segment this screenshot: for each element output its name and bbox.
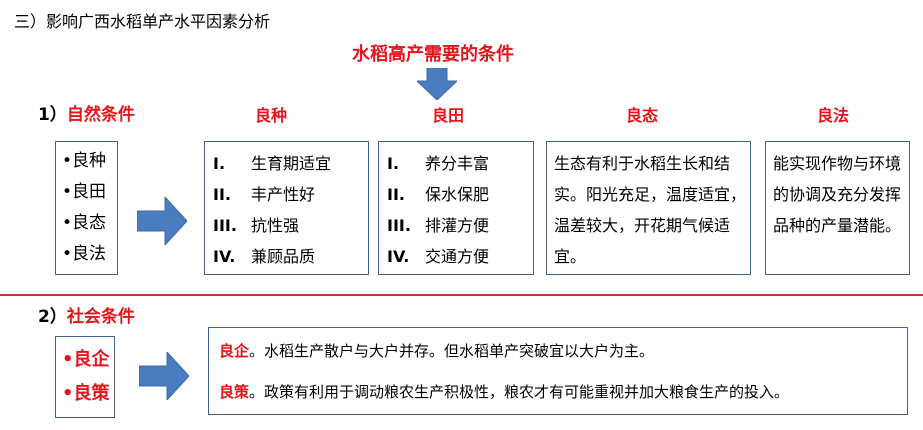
item-text: 养分丰富: [425, 154, 490, 173]
field-criteria-box: I. 养分丰富 II. 保水保肥 III. 排灌方便 IV. 交通方便: [378, 141, 534, 275]
column-header-method: 良法: [817, 106, 850, 125]
column-header-ecology: 良态: [626, 106, 659, 125]
list-item: III. 抗性强: [213, 210, 368, 241]
section2-number: 2）: [38, 307, 67, 327]
item-number: III.: [387, 216, 411, 235]
item-text: 生育期适宜: [251, 154, 332, 173]
item-number: II.: [387, 185, 405, 204]
list-item: •良态: [62, 213, 107, 233]
item-number: III.: [213, 216, 237, 235]
list-item: II. 保水保肥: [387, 179, 533, 210]
list-item: •良种: [62, 151, 107, 171]
column-header-seed: 良种: [255, 106, 288, 125]
item-number: I.: [387, 154, 400, 173]
page-heading: 三）影响广西水稻单产水平因素分析: [14, 12, 271, 31]
social-text: 。政策有利用于调动粮农生产积极性，粮农才有可能重视并加大粮食生产的投入。: [249, 383, 790, 401]
item-text: 兼顾品质: [251, 247, 316, 266]
item-text: 丰产性好: [251, 185, 316, 204]
section1-label: 自然条件: [66, 105, 135, 125]
social-line-enterprise: 良企。水稻生产散户与大户并存。但水稻单产突破宜以大户为主。: [219, 342, 907, 361]
section-divider: [0, 294, 923, 296]
list-item: •良田: [62, 182, 107, 202]
item-text: 保水保肥: [425, 185, 490, 204]
social-key: 良策: [219, 383, 250, 401]
social-text: 。水稻生产散户与大户并存。但水稻单产突破宜以大户为主。: [249, 342, 655, 360]
list-item: II. 丰产性好: [213, 179, 368, 210]
method-description-box: 能实现作物与环境的协调及充分发挥品种的产量潜能。: [765, 141, 910, 275]
center-title: 水稻高产需要的条件: [352, 44, 514, 65]
list-item: IV. 交通方便: [387, 241, 533, 272]
list-item: •良法: [62, 244, 107, 264]
arrow-right-icon: [137, 197, 187, 245]
section1-title: 1）自然条件: [38, 100, 135, 125]
item-text: 抗性强: [251, 216, 300, 235]
item-number: II.: [213, 185, 231, 204]
list-item: IV. 兼顾品质: [213, 241, 368, 272]
list-item: I. 生育期适宜: [213, 148, 368, 179]
arrow-right-icon: [139, 352, 189, 400]
social-description-box: 良企。水稻生产散户与大户并存。但水稻单产突破宜以大户为主。 良策。政策有利用于调…: [208, 327, 908, 415]
item-text: 交通方便: [425, 247, 490, 266]
section1-number: 1）: [38, 105, 67, 125]
list-item: •良企: [62, 349, 110, 370]
seed-criteria-box: I. 生育期适宜 II. 丰产性好 III. 抗性强 IV. 兼顾品质: [204, 141, 369, 275]
list-item: I. 养分丰富: [387, 148, 533, 179]
social-line-policy: 良策。政策有利用于调动粮农生产积极性，粮农才有可能重视并加大粮食生产的投入。: [219, 383, 907, 402]
item-number: IV.: [387, 247, 410, 266]
section2-label: 社会条件: [66, 307, 135, 327]
ecology-description-box: 生态有利于水稻生长和结实。阳光充足，温度适宜，温差较大，开花期气候适宜。: [546, 141, 751, 275]
column-header-field: 良田: [432, 106, 465, 125]
item-number: I.: [213, 154, 226, 173]
arrow-down-icon: [417, 68, 457, 100]
natural-conditions-list: •良种 •良田 •良态 •良法: [55, 141, 118, 275]
social-conditions-list: •良企 •良策: [55, 336, 115, 418]
item-text: 排灌方便: [425, 216, 490, 235]
list-item: III. 排灌方便: [387, 210, 533, 241]
section2-title: 2）社会条件: [38, 302, 135, 327]
item-number: IV.: [213, 247, 236, 266]
list-item: •良策: [62, 383, 110, 404]
social-key: 良企: [219, 342, 250, 360]
